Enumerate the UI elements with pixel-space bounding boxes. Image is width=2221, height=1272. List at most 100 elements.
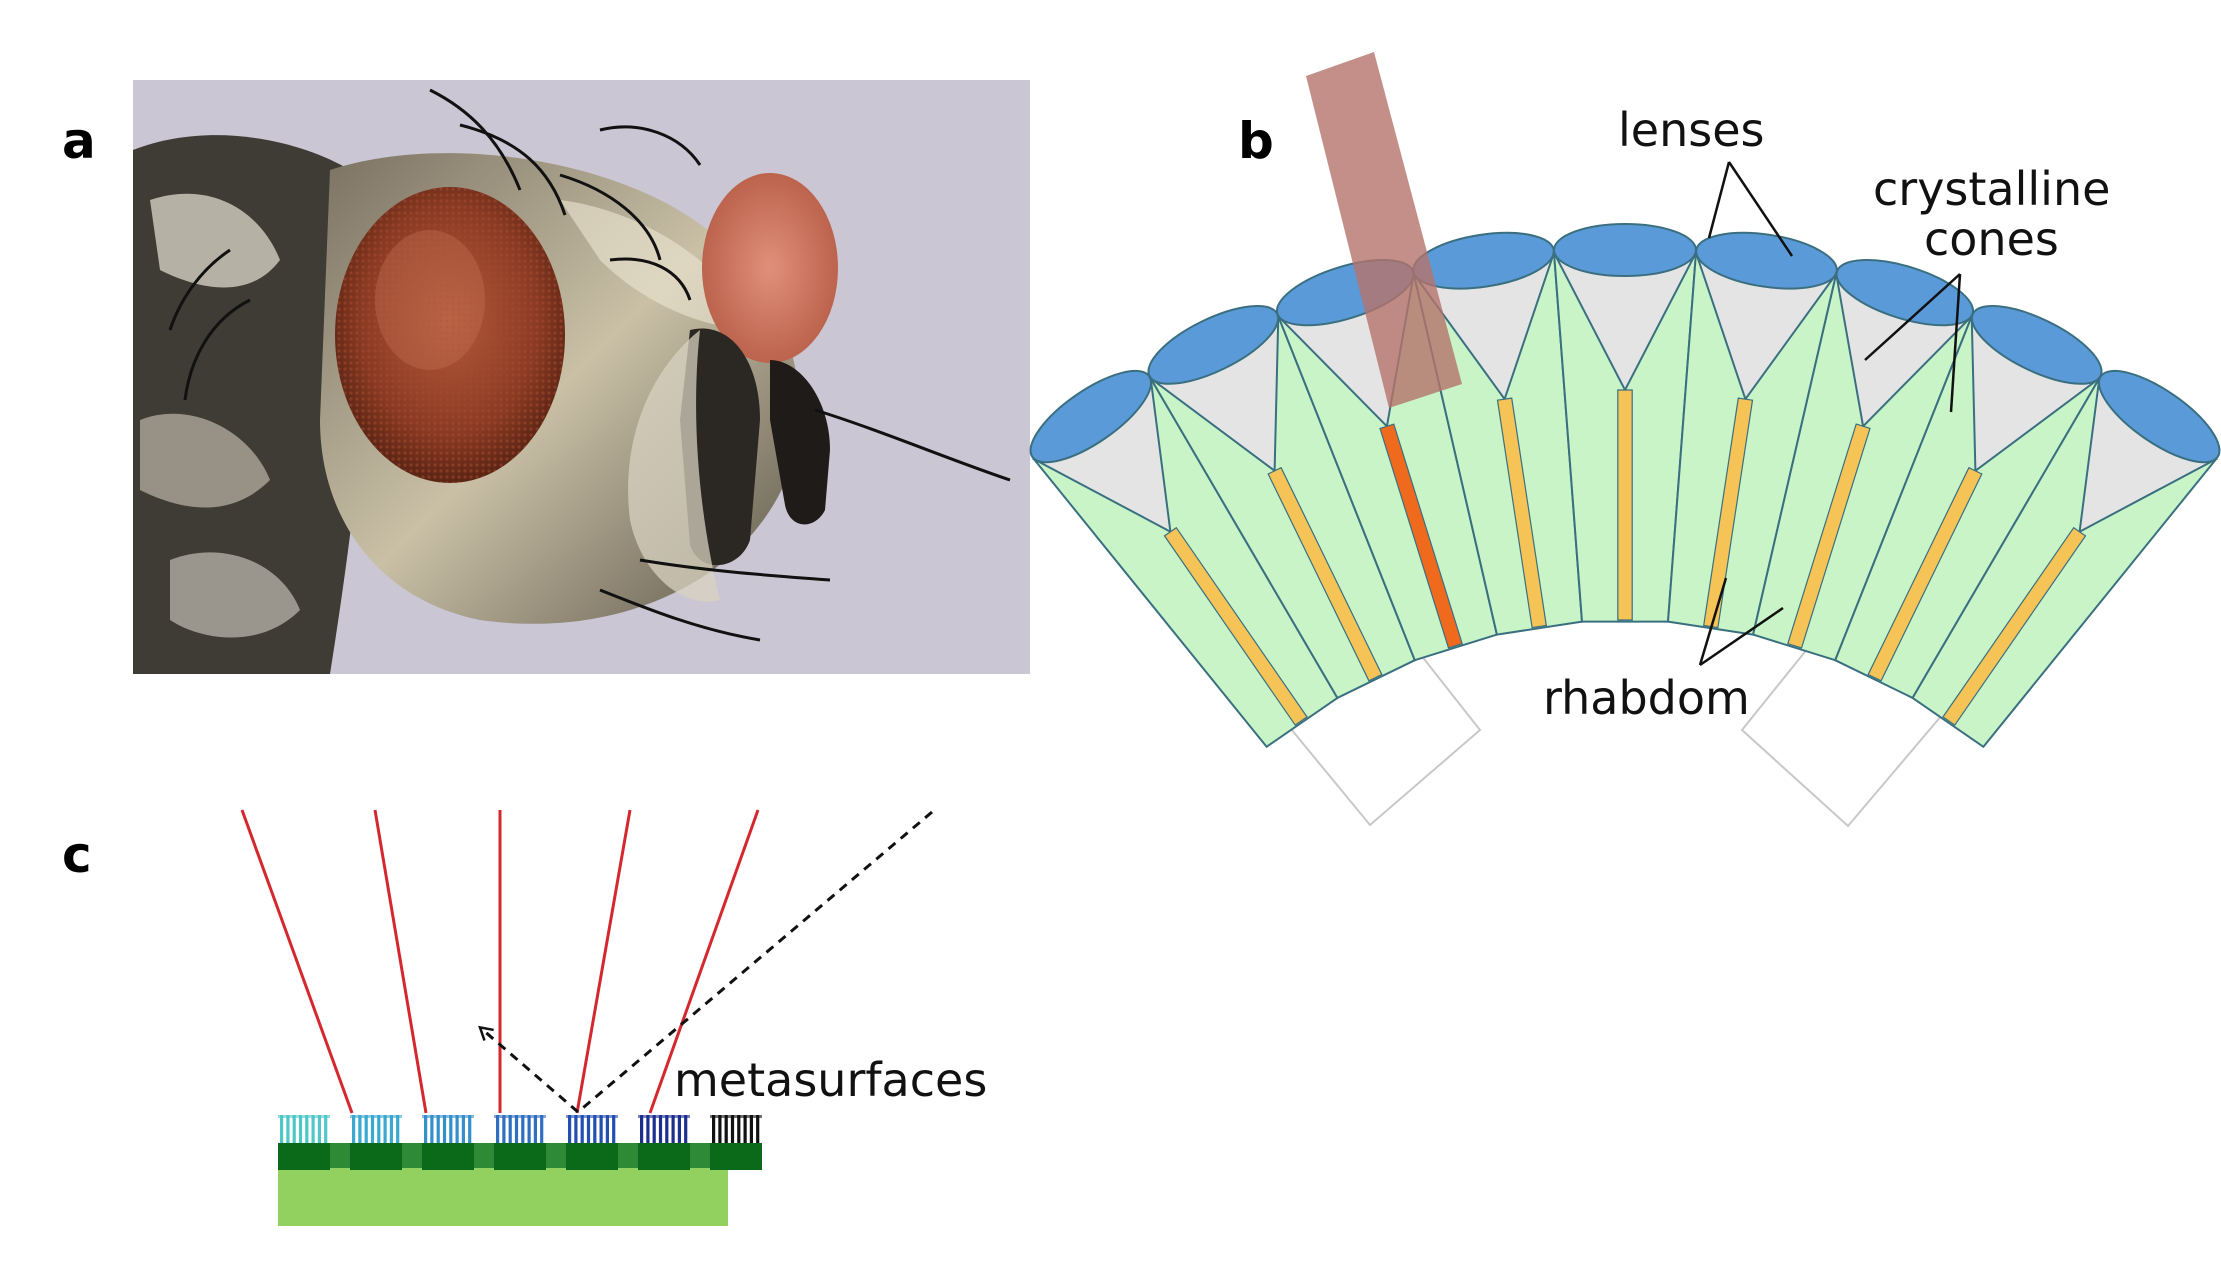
nanopillar <box>280 1115 284 1143</box>
nanopillar <box>665 1115 669 1143</box>
nanopillar <box>599 1115 603 1143</box>
nanopillar <box>430 1115 434 1143</box>
nanopillar <box>646 1115 650 1143</box>
pointer-lines <box>1698 161 1962 667</box>
nanopillar <box>684 1115 688 1143</box>
nanopillar <box>436 1115 440 1143</box>
nanopillar <box>514 1115 519 1143</box>
substrate <box>278 1168 728 1226</box>
nanopillar <box>652 1115 656 1143</box>
pillar-cap <box>422 1115 474 1118</box>
nanopillar <box>574 1115 578 1143</box>
reflected-ray <box>575 809 632 1114</box>
nanopillar <box>580 1115 584 1143</box>
nanopillar <box>568 1115 572 1143</box>
rhabdom <box>1942 526 2087 726</box>
nanopillar <box>377 1115 381 1143</box>
label-rhabdom: rhabdom <box>1543 671 1750 725</box>
nanopillar <box>298 1115 303 1143</box>
nanopillar <box>533 1115 537 1143</box>
pillar-cap <box>638 1115 690 1118</box>
fly-photo <box>133 80 1030 674</box>
rhabdom <box>1496 397 1547 629</box>
nanopillar <box>593 1115 597 1143</box>
pillar-cap <box>350 1115 402 1118</box>
label-lenses: lenses <box>1618 103 1764 157</box>
nanopillar <box>612 1115 616 1143</box>
nanopillar <box>586 1115 591 1143</box>
nanopillar <box>324 1115 328 1143</box>
nanopillar <box>743 1115 747 1143</box>
pillar-cap <box>566 1115 618 1118</box>
nanopillar <box>292 1115 296 1143</box>
panel-label-c: c <box>62 826 92 884</box>
nanopillar <box>712 1115 716 1143</box>
incident-dashed-ray <box>577 810 933 1114</box>
nanopillar <box>449 1115 453 1143</box>
pillar-block <box>494 1143 546 1170</box>
label-cones: cones <box>1924 212 2059 266</box>
nanopillar <box>671 1115 675 1143</box>
reflected-ray <box>648 809 760 1114</box>
pillar-cap <box>494 1115 546 1118</box>
nanopillar <box>424 1115 428 1143</box>
panel-label-a: a <box>62 112 96 170</box>
nanopillar <box>718 1115 722 1143</box>
rhabdom <box>1267 466 1383 682</box>
rhabdom <box>1867 466 1983 682</box>
lens <box>2097 369 2221 464</box>
nanopillar <box>352 1115 356 1143</box>
nanopillar <box>677 1115 681 1143</box>
nanopillar <box>442 1115 447 1143</box>
label-crystalline: crystalline <box>1873 162 2110 216</box>
nanopillar <box>521 1115 525 1143</box>
nanopillar <box>461 1115 465 1143</box>
nanopillar <box>455 1115 459 1143</box>
pillar-block <box>422 1143 474 1170</box>
compound-eye-diagram <box>1029 52 2221 828</box>
reflected-dashed-ray <box>483 1030 579 1114</box>
label-metasurfaces: metasurfaces <box>674 1053 987 1107</box>
nanopillar <box>286 1115 290 1143</box>
nanopillar <box>502 1115 506 1143</box>
nanopillar <box>383 1115 387 1143</box>
pillar-block <box>566 1143 618 1170</box>
nanopillar <box>540 1115 544 1143</box>
nanopillar <box>358 1115 362 1143</box>
nanopillar <box>389 1115 393 1143</box>
rhabdom <box>1163 526 1308 726</box>
lens <box>1553 223 1697 277</box>
rhabdom <box>1787 423 1871 649</box>
nanopillar <box>749 1115 753 1143</box>
nanopillar <box>311 1115 315 1143</box>
nanopillar <box>658 1115 663 1143</box>
reflected-ray <box>373 809 428 1114</box>
nanopillar <box>756 1115 760 1143</box>
pillar-block <box>350 1143 402 1170</box>
nanopillar <box>640 1115 644 1143</box>
nanopillar <box>737 1115 741 1143</box>
nanopillar <box>364 1115 368 1143</box>
rhabdom <box>1617 389 1633 621</box>
nanopillar <box>396 1115 400 1143</box>
panel-label-b: b <box>1238 112 1274 170</box>
nanopillar <box>605 1115 609 1143</box>
nanopillar <box>730 1115 735 1143</box>
rhabdom <box>1703 397 1754 629</box>
pillar-block <box>278 1143 330 1170</box>
pillar-block <box>710 1143 762 1170</box>
pillar-block <box>638 1143 690 1170</box>
active-rhabdom <box>1379 423 1463 649</box>
nanopillar <box>370 1115 375 1143</box>
pillar-cap <box>710 1115 762 1118</box>
nanopillar <box>317 1115 321 1143</box>
reflected-ray <box>240 809 354 1114</box>
nanopillar <box>724 1115 728 1143</box>
nanopillar <box>527 1115 531 1143</box>
incident-light-beam <box>1306 52 1462 408</box>
nanopillar <box>305 1115 309 1143</box>
nanopillar <box>468 1115 472 1143</box>
metasurface-diagram <box>240 809 933 1226</box>
pillar-cap <box>278 1115 330 1118</box>
